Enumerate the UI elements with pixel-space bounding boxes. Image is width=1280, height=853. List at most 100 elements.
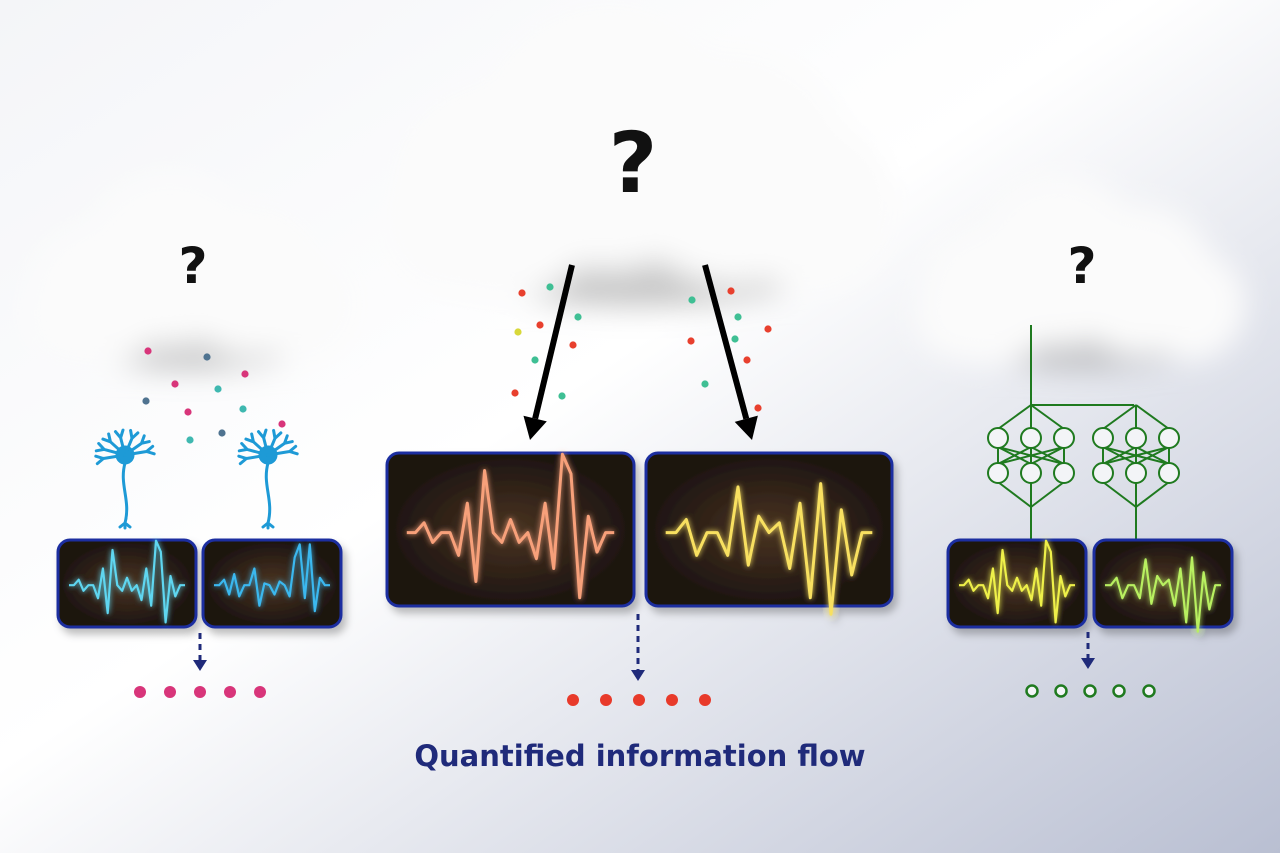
right-output-dot [1083,684,1097,698]
node [987,462,1009,484]
cloud-puff [915,270,1005,360]
left-output-dot [134,686,146,698]
cloud-puff [245,250,355,360]
center-output-dot [567,694,579,706]
waveform-icon [1105,556,1221,633]
right-output-dot [1112,684,1126,698]
node [1020,427,1042,449]
panel-frame [201,538,343,629]
right-neural-network-icon [1092,404,1180,508]
dendrite [237,442,270,457]
edge [1102,446,1137,465]
right-dashed-arrow-down-icon [1081,632,1095,669]
edge [1135,404,1170,430]
center-cloud-icon [384,4,896,307]
edge [997,446,1032,465]
particle [569,341,577,349]
node [1053,462,1075,484]
center-output-dot [633,694,645,706]
particle [754,404,762,412]
center-dashed-arrow-down-icon [631,614,645,681]
dendrite [101,432,127,457]
arrow-head [631,670,645,681]
right-output-dot [1025,684,1039,698]
particle [184,408,192,416]
waveform-icon [406,452,615,600]
cloud-puff [725,120,896,292]
cloud-puff [25,270,115,360]
node [1158,462,1180,484]
arrow-shaft [702,264,750,420]
dendrite [266,428,283,457]
left-dashed-arrow-down-icon [193,633,207,671]
dendrite [266,444,299,457]
dendrite [123,428,140,457]
edge [1030,446,1065,465]
panel-frame [644,451,894,608]
center-question-mark: ? [609,114,658,212]
left-output-dot [194,686,206,698]
left-output-dot [164,686,176,698]
center-panel-1 [385,451,636,608]
left-arrow [523,264,575,440]
particle [743,356,751,364]
center-output-dot [600,694,612,706]
node [1092,462,1114,484]
particle [203,353,211,361]
particle [511,389,519,397]
particle [701,380,709,388]
right-arrow [702,264,758,440]
particle [536,321,544,329]
particle [218,429,226,437]
particle [241,370,249,378]
particle [687,337,695,345]
particle [239,405,247,413]
node [1158,427,1180,449]
center-output-dot [666,694,678,706]
particle [144,347,152,355]
right-neuron-icon [237,428,299,530]
right-cloud-icon [915,175,1245,370]
particle [731,335,739,343]
center-panel-2 [644,451,894,616]
node [1053,427,1075,449]
right-panel-1 [946,538,1088,629]
edge [1102,446,1170,465]
edge [1030,404,1065,430]
arrow-head [734,415,758,440]
edge [1135,446,1170,465]
right-question-mark: ? [1067,237,1096,295]
particle [727,287,735,295]
waveform-icon [214,543,330,613]
node [1092,427,1114,449]
axon [261,461,275,530]
right-output-dot [1142,684,1156,698]
left-panel-2 [201,538,343,629]
node [987,427,1009,449]
left-neuron-icon [94,428,156,530]
particle [214,385,222,393]
dendrite [244,432,270,457]
particle [171,380,179,388]
edge [1102,404,1137,430]
right-panel-2 [1092,538,1234,633]
arrow-shaft [532,264,575,420]
edge [997,446,1065,465]
center-output-dot [699,694,711,706]
panel-frame [946,538,1088,629]
left-output-dot [254,686,266,698]
particle [518,289,526,297]
edge [1135,481,1170,508]
edge [1102,481,1137,508]
particle [514,328,522,336]
node [1020,462,1042,484]
waveform-icon [665,482,873,616]
dendrite [94,442,127,457]
edge [997,481,1032,508]
caption: Quantified information flow [414,739,865,773]
arrow-head [523,415,547,440]
waveform-icon [959,539,1075,624]
cloud-puff [1135,250,1245,360]
dendrite [113,428,127,457]
